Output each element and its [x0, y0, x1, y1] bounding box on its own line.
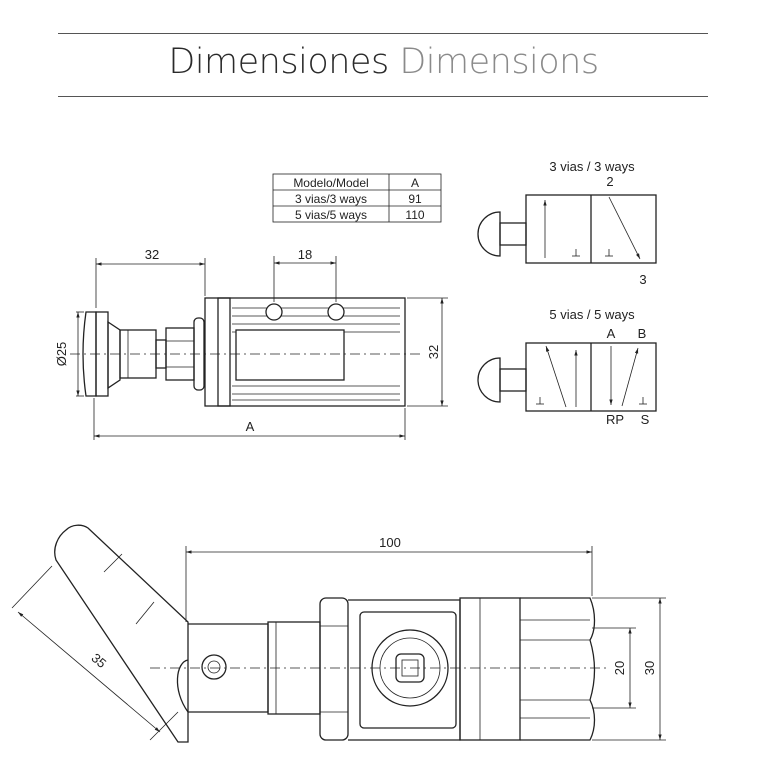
table-header-model: Modelo/Model	[293, 176, 368, 190]
table-cell-model-5way: 5 vias/5 ways	[295, 208, 367, 222]
port-a-label: A	[607, 326, 616, 341]
table-cell-a-3way: 91	[408, 192, 422, 206]
title-english: Dimensions	[399, 42, 599, 82]
dim-diameter-label: Ø25	[54, 342, 69, 367]
port-rp-label: RP	[606, 412, 624, 427]
port-3-label: 3	[639, 272, 646, 287]
dim-30-label: 30	[642, 661, 657, 675]
port-2-label: 2	[606, 174, 613, 189]
dim-32-right-label: 32	[426, 345, 441, 359]
dim-18-label: 18	[298, 247, 312, 262]
title-spanish: Dimensiones	[168, 42, 389, 82]
table-cell-model-3way: 3 vias/3 ways	[295, 192, 367, 206]
dim-35-label: 35	[89, 650, 110, 671]
page-title: Dimensiones Dimensions	[0, 42, 767, 82]
side-view-drawing: 32 18 Ø25 32 A	[54, 247, 448, 440]
dim-a-label: A	[246, 419, 255, 434]
lever-view-drawing: 100 35 20 30	[11, 524, 666, 743]
symbol-3way: 3 vias / 3 ways 2 3	[477, 159, 657, 287]
model-table: Modelo/Model A 3 vias/3 ways 91 5 vias/5…	[272, 173, 442, 223]
bottom-rule	[58, 96, 708, 97]
table-header-a: A	[411, 176, 419, 190]
symbol-5way-title: 5 vias / 5 ways	[549, 307, 635, 322]
dim-100-label: 100	[379, 535, 401, 550]
dim-32-top-label: 32	[145, 247, 159, 262]
body-fins	[232, 307, 400, 401]
port-s-label: S	[641, 412, 650, 427]
symbol-5way: 5 vias / 5 ways A B RP S	[477, 307, 657, 427]
symbol-3way-title: 3 vias / 3 ways	[549, 159, 635, 174]
table-cell-a-5way: 110	[405, 208, 424, 222]
dim-20-label: 20	[612, 661, 627, 675]
top-rule	[58, 33, 708, 34]
port-b-label: B	[638, 326, 647, 341]
